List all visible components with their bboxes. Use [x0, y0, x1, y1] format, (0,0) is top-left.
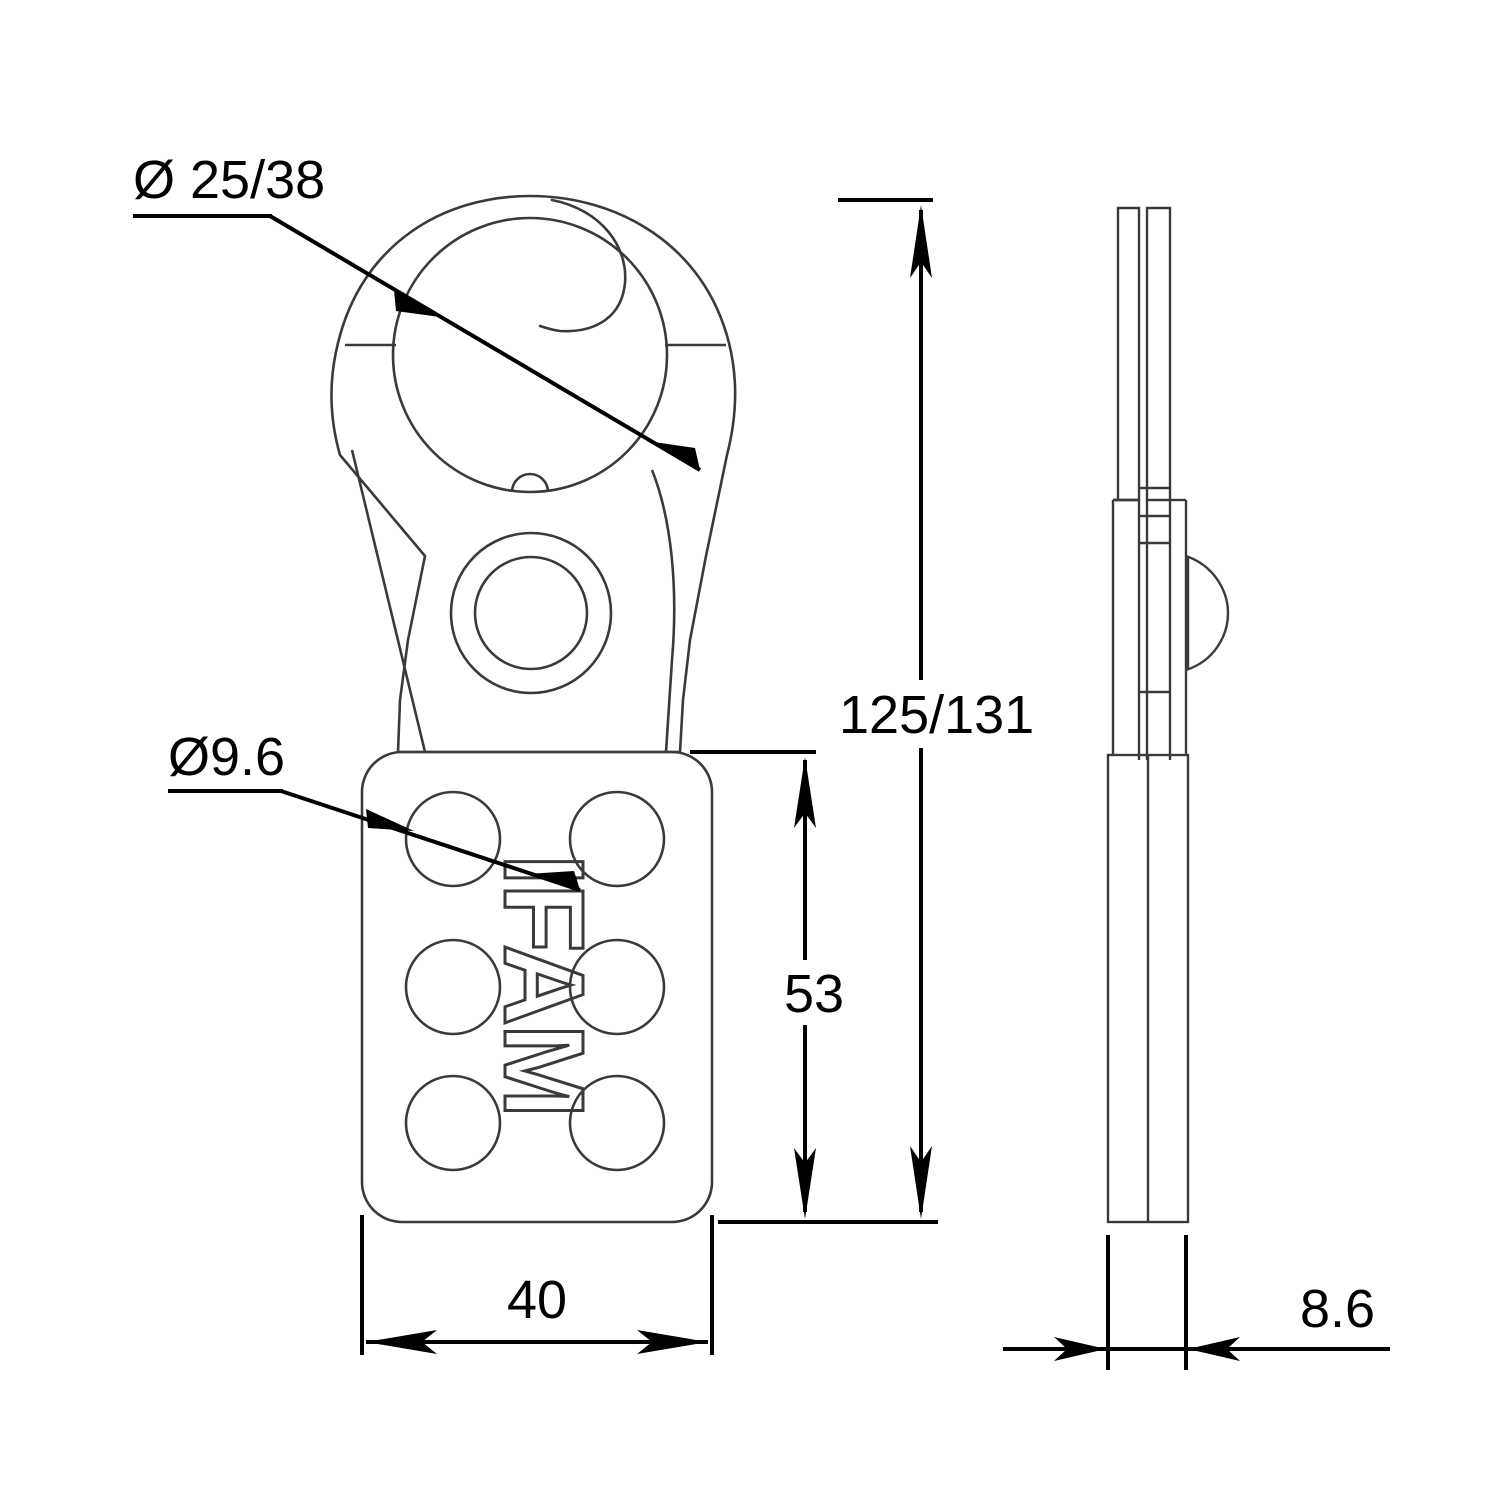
- dimension-thickness: 8.6: [1003, 1235, 1390, 1370]
- plate-width-arrow-right: [637, 1330, 708, 1354]
- plate-hole: [568, 1074, 666, 1172]
- ring-diameter-leader-line: [268, 214, 702, 472]
- dimension-plate-height-label: 53: [784, 964, 844, 1024]
- hub-inner-circle: [473, 555, 589, 671]
- dimension-thickness-label: 8.6: [1300, 1279, 1375, 1339]
- plate-width-arrow-left: [366, 1330, 437, 1354]
- dimension-plate-height: 53: [690, 750, 844, 1219]
- plate-hole: [404, 938, 502, 1036]
- thickness-arrow-left: [1054, 1337, 1106, 1361]
- brand-logo-ifam: IFAM: [481, 854, 607, 1116]
- plate-hole: [404, 1074, 502, 1172]
- thickness-arrow-right: [1188, 1337, 1240, 1361]
- side-tab-right: [1145, 206, 1172, 502]
- ring-bore-circle: [391, 216, 669, 494]
- dimension-ring-diameter: Ø 25/38: [133, 150, 702, 472]
- hole-diameter-arrow-start: [366, 809, 414, 831]
- plate-height-arrow-top: [794, 757, 816, 828]
- front-view-group: IFAM: [330, 194, 737, 1224]
- hole-diameter-arrow-end: [527, 871, 580, 890]
- ring-notch-circle: [510, 472, 550, 493]
- dimension-plate-width: 40: [360, 1215, 714, 1355]
- dimension-overall-height: 125/131: [718, 198, 1034, 1224]
- overall-height-arrow-bottom: [910, 1146, 932, 1219]
- side-tab-left: [1116, 206, 1141, 502]
- plate-hole: [404, 790, 502, 888]
- ring-hook-detail: [538, 198, 627, 333]
- plate-height-arrow-bottom: [794, 1148, 816, 1219]
- overall-height-arrow-top: [910, 205, 932, 278]
- ring-diameter-arrow-start: [394, 290, 440, 317]
- ring-left-taper-line: [350, 449, 427, 753]
- dimension-overall-height-label: 125/131: [839, 685, 1034, 745]
- dimension-hole-diameter: Ø9.6: [168, 727, 581, 892]
- ring-right-shoulder-curve: [650, 469, 676, 753]
- ring-diameter-arrow-end: [647, 441, 700, 470]
- side-body-left-edge: [1111, 498, 1118, 755]
- dimension-plate-width-label: 40: [507, 1270, 567, 1330]
- hole-diameter-leader-line: [280, 789, 581, 892]
- dimension-ring-diameter-label: Ø 25/38: [133, 150, 325, 210]
- plate-hole: [568, 790, 666, 888]
- plate-hole: [568, 938, 666, 1036]
- side-hub-boss: [1185, 554, 1230, 672]
- dimension-hole-diameter-label: Ø9.6: [168, 727, 285, 787]
- plate-outline: [360, 750, 714, 1224]
- hub-outer-circle: [449, 531, 613, 695]
- side-view-group: [1106, 206, 1230, 1224]
